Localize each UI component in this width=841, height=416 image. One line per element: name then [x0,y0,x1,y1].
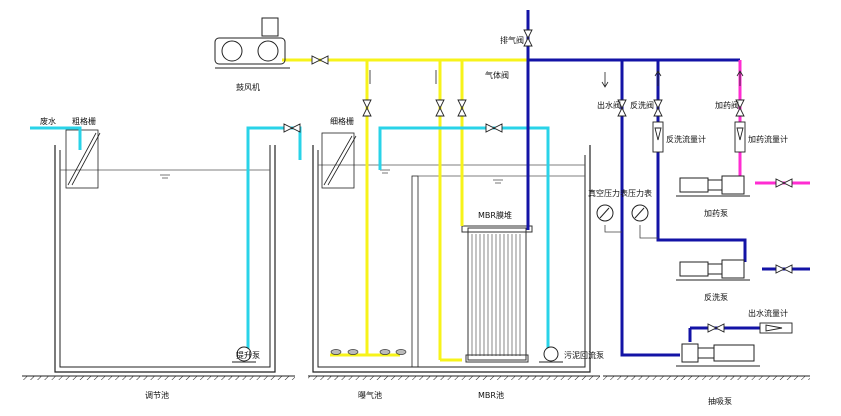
label-suction-pump: 抽吸泵 [708,396,732,406]
label-vent-valve: 排气阀 [500,35,524,45]
pumps [232,175,760,367]
label-outlet-flowmeter: 出水流量计 [748,308,788,318]
chemical-pipes [738,60,810,185]
label-tank-aeration: 曝气池 [358,390,382,400]
label-pressure-gauge: 压力表 [628,188,652,198]
label-fine-screen: 细格栅 [330,116,354,126]
tank-aeration [312,132,591,373]
diffusers [330,349,407,355]
label-mbr-module: MBR膜堆 [478,210,512,220]
label-outlet-valve: 出水阀 [597,100,621,110]
label-coarse-screen: 粗格栅 [72,116,96,126]
tank-regulating [54,129,276,373]
label-lift-pump: 提升泵 [236,350,260,360]
label-backwash-pump: 反洗泵 [704,292,728,302]
label-vacuum-gauge: 真空压力表 [588,188,628,198]
gauge-line [604,225,658,239]
label-dosing-pump: 加药泵 [704,208,728,218]
label-air-valve: 气体阀 [485,70,509,80]
label-sludge-pump: 污泥回流泵 [564,350,604,360]
product-pipes [526,10,810,357]
labels: 废水 粗格栅 细格栅 鼓风机 气体阀 排气阀 出水阀 反洗阀 加药阀 反洗流量计… [40,35,788,406]
flowmeters [652,121,793,334]
gauges [596,204,649,222]
mbr-module [461,225,533,363]
label-tank-mbr: MBR池 [478,390,504,400]
blower [214,17,290,69]
label-dosing-valve: 加药阀 [715,100,739,110]
valves [283,29,793,333]
water-pipes [30,126,550,350]
label-backwash-valve: 反洗阀 [630,100,654,110]
label-backwash-flowmeter: 反洗流量计 [666,134,706,144]
label-blower: 鼓风机 [236,82,260,92]
label-dosing-flowmeter: 加药流量计 [748,134,788,144]
ground [22,375,810,380]
flow-arrows [369,70,744,88]
label-raw-water: 废水 [40,116,56,126]
air-pipes [282,58,528,362]
label-tank-regulating: 调节池 [145,390,169,400]
